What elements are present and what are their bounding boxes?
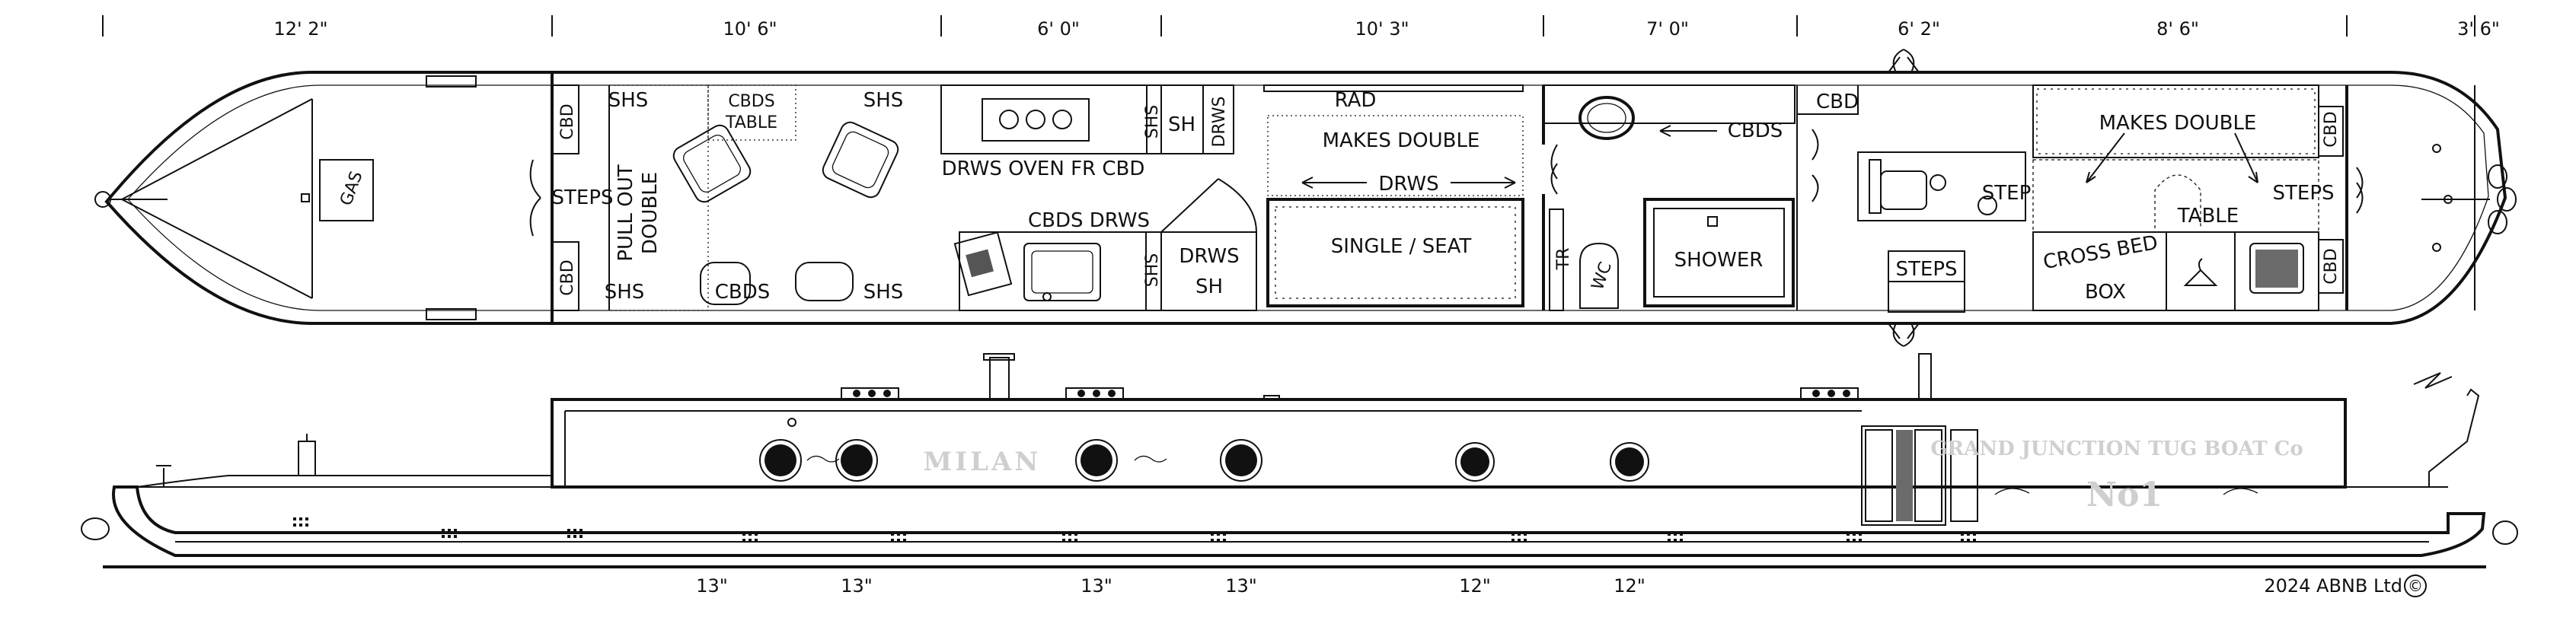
dimension-label: 3' 6" [2457, 18, 2500, 40]
armchair [822, 121, 899, 199]
drawers-oven-fridge-label: DRWS OVEN FR CBD [942, 158, 1145, 180]
shower-tray [1643, 198, 1795, 307]
pull-out-double-label: DOUBLE [639, 172, 662, 254]
hanger-icon [2183, 258, 2218, 286]
porthole-size-label: 13" [1081, 575, 1112, 597]
stern-fender [2488, 164, 2517, 234]
cbd-label: CBD [558, 103, 577, 139]
bed-box-label: BOX [2085, 281, 2126, 304]
cupboards-label: CBDS [1728, 119, 1783, 142]
porthole-size-labels: 13" 13" 13" 13" 12" 12" [696, 575, 1646, 597]
rivet-plates [293, 517, 1976, 542]
shelves-label: SHS [1143, 253, 1162, 287]
pouffe [795, 262, 854, 301]
dimension-label: 12' 2" [273, 18, 327, 40]
gas-locker-label: GAS [337, 169, 366, 208]
table-cbds-label: CBDS [728, 92, 774, 111]
side-elevation: MILAN GRAND JUNCTION TUG BOAT Co No1 [81, 353, 2518, 568]
cupboards-label: CBDS [715, 281, 771, 304]
porthole-size-label: 13" [1225, 575, 1257, 597]
bathroom: CBDS TR WC SHOWER [1542, 84, 1798, 311]
shelves-label: SHS [605, 281, 645, 304]
cupboard-label: CBD [2322, 248, 2341, 284]
mid-cabin: RAD MAKES DOUBLE DRWS SINGLE / SEAT [1263, 84, 1524, 307]
radiator-label: RAD [1335, 89, 1377, 112]
drawers-label: DRWS [1378, 173, 1438, 196]
hob [982, 98, 1090, 142]
cupboard-label: CBD [1816, 91, 1859, 113]
dimension-ruler: 12' 2" 10' 6" 6' 0" 10' 3" 7' 0" 6' 2" 8… [102, 15, 2500, 40]
stern-fender [2492, 520, 2518, 545]
step-label: STEP [1982, 182, 2032, 205]
dimension-label: 10' 6" [723, 18, 777, 40]
dimension-label: 7' 0" [1646, 18, 1689, 40]
porthole [1081, 444, 1112, 476]
towel-rail-label: TR [1554, 248, 1573, 271]
shelves-label: SHS [863, 281, 904, 304]
shelf-label: SH [1195, 275, 1223, 298]
makes-double-label: MAKES DOUBLE [2099, 112, 2257, 135]
pull-out-label: PULL OUT [614, 164, 637, 261]
rear-cabin: CBD STEP STEPS MAKES DOUBLE CBD TABLE CR… [1796, 84, 2517, 313]
dimension-label: 8' 6" [2156, 18, 2199, 40]
copyright-mark: © [2408, 577, 2423, 595]
pouffe [700, 262, 751, 305]
steps-label: STEPS [552, 186, 614, 209]
copyright-text: 2024 ABNB Ltd [2264, 575, 2402, 597]
galley: DRWS OVEN FR CBD SHS SH DRWS CBDS DRWS S… [940, 84, 1257, 311]
makes-double-label: MAKES DOUBLE [1323, 129, 1480, 152]
dimension-label: 6' 2" [1898, 18, 1940, 40]
porthole-size-label: 12" [1614, 575, 1646, 597]
toilet [1579, 242, 1619, 309]
shelves-label: SHS [1143, 105, 1162, 138]
front-saloon: CBD CBD STEPS SHS SHS PULL OUT DOUBLE CB… [529, 84, 904, 311]
dimension-label: 10' 3" [1355, 18, 1409, 40]
steps-label: STEPS [1896, 258, 1958, 281]
sink [1023, 243, 1101, 301]
copyright: 2024 ABNB Ltd © [2264, 574, 2427, 597]
sink [2249, 243, 2304, 294]
table-label: TABLE [725, 113, 777, 132]
cross-bed-label: CROSS BED [2041, 231, 2159, 274]
cupboards-drawers-label: CBDS DRWS [1028, 209, 1150, 232]
shelves-label: SHS [863, 89, 904, 112]
chimney [1918, 353, 1932, 400]
steps-label: STEPS [2273, 182, 2335, 205]
porthole [1225, 444, 1257, 476]
porthole [765, 444, 796, 476]
side-door [1861, 425, 1946, 526]
signwriting-line-1: GRAND JUNCTION TUG BOAT Co [1930, 438, 2303, 460]
side-doors [1888, 49, 1920, 347]
basin [1578, 96, 1635, 140]
single-seat-label: SINGLE / SEAT [1331, 235, 1472, 258]
stove [966, 249, 994, 278]
porthole [841, 444, 873, 476]
drawers-label: DRWS [1179, 245, 1239, 268]
signwriting-line-2: No1 [2086, 476, 2163, 514]
porthole-size-label: 12" [1459, 575, 1491, 597]
chimney [989, 357, 1010, 400]
porthole [1615, 447, 1644, 476]
table-label: TABLE [2177, 205, 2239, 228]
drawers-label: DRWS [1210, 96, 1229, 147]
shelves-label: SHS [608, 89, 649, 112]
plan-hull: GAS [94, 71, 2507, 325]
porthole-size-label: 13" [696, 575, 728, 597]
cupboard-label: CBD [2322, 111, 2341, 147]
tiller [2428, 388, 2480, 487]
cbd-label: CBD [558, 259, 577, 295]
porthole [1460, 447, 1489, 476]
single-seat [1266, 198, 1524, 307]
bow-fender [81, 517, 110, 540]
shower-label: SHOWER [1674, 249, 1764, 272]
porthole-size-label: 13" [841, 575, 873, 597]
armchair [672, 124, 752, 203]
boat-name: MILAN [924, 447, 1042, 477]
wc-label: WC [1588, 259, 1616, 292]
dimension-label: 6' 0" [1037, 18, 1080, 40]
shelf-label: SH [1168, 113, 1195, 136]
